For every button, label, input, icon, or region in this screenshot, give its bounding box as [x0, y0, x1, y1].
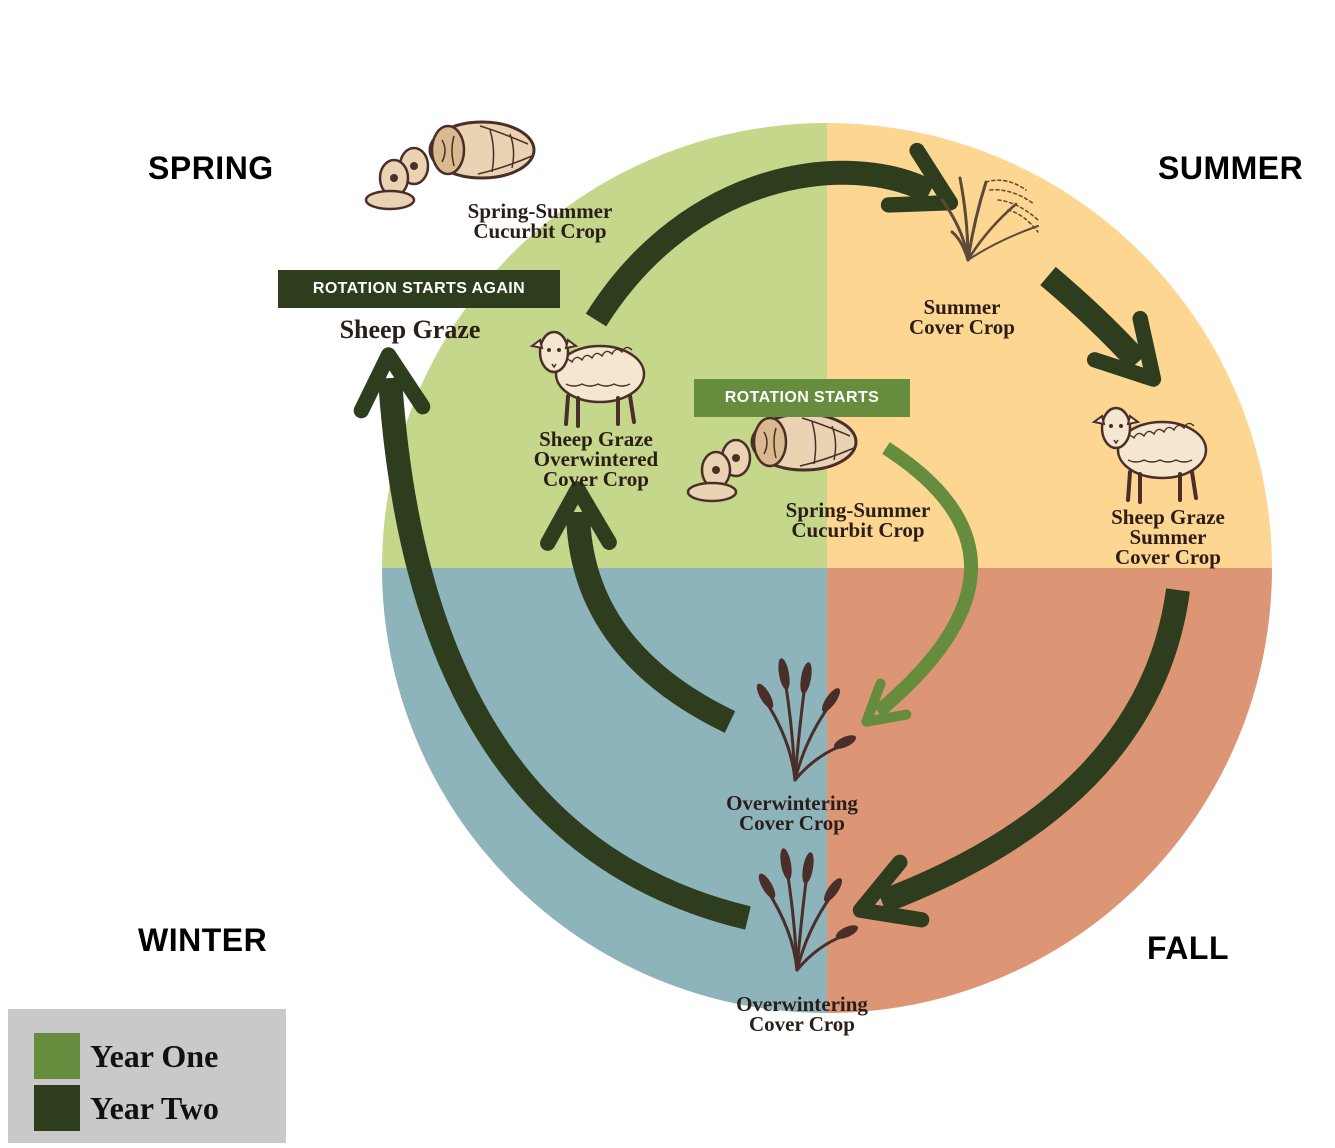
label-line: Cover Crop [1068, 548, 1268, 568]
label-line: Cover Crop [702, 1015, 902, 1035]
label-line: Cucurbit Crop [758, 521, 958, 541]
label-sheep-graze-again: Sheep Graze [300, 318, 520, 343]
legend: Year One Year Two [8, 1009, 286, 1143]
legend-item-year-two: Year Two [34, 1085, 219, 1131]
legend-label-year-two: Year Two [90, 1090, 219, 1127]
legend-label-year-one: Year One [90, 1038, 218, 1075]
season-label-winter: WINTER [138, 924, 267, 956]
label-line: Sheep Graze [300, 318, 520, 343]
season-label-fall: FALL [1147, 932, 1229, 964]
label-line: Cover Crop [496, 470, 696, 490]
label-line: Cover Crop [692, 814, 892, 834]
rotation-starts-again-banner: ROTATION STARTS AGAIN [278, 270, 560, 308]
label-line: Cucurbit Crop [440, 222, 640, 242]
legend-swatch-year-two [34, 1085, 80, 1131]
legend-swatch-year-one [34, 1033, 80, 1079]
label-line: Cover Crop [862, 318, 1062, 338]
legend-item-year-one: Year One [34, 1033, 218, 1079]
squash-icon [366, 122, 534, 209]
rotation-starts-banner: ROTATION STARTS [694, 379, 910, 417]
season-label-summer: SUMMER [1158, 152, 1303, 184]
season-label-spring: SPRING [148, 152, 274, 184]
